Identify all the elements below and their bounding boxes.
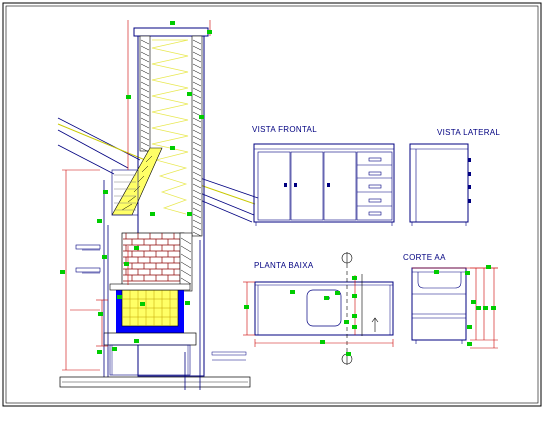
sheet-inner-frame: [5, 5, 539, 404]
hood-face: [111, 169, 139, 216]
flue-left-wall: [139, 35, 151, 152]
side-drawer-handles: [468, 158, 471, 203]
sink-basin: [306, 289, 342, 327]
planta-baixa: PLANTA BAIXA: [243, 252, 394, 365]
drawer-stack: [356, 151, 393, 221]
sheet-frame: [2, 2, 542, 407]
flue-insulation-zigzag: [151, 39, 189, 215]
brick-coursing: [123, 233, 183, 282]
cabinet-door-2: [290, 151, 324, 221]
vista-frontal: VISTA FRONTAL: [252, 125, 395, 226]
vista-lateral: VISTA LATERAL: [409, 128, 500, 226]
firebox-grid-lines: [122, 290, 178, 326]
section-cut-markers: [341, 252, 379, 365]
cabinet-door-3: [323, 151, 357, 221]
section-sink-profile: [417, 272, 462, 289]
roof-insulation: [57, 123, 256, 205]
corte-aa-title: CORTE AA: [403, 253, 446, 262]
cabinet-door-1: [257, 151, 291, 221]
chimney-section: [57, 20, 259, 390]
countertop-outline: [254, 281, 394, 336]
door-handles: [284, 183, 330, 187]
planta-dimension-markers: [244, 276, 357, 356]
vista-frontal-title: VISTA FRONTAL: [252, 125, 317, 134]
flue-brick-hatch: [140, 39, 202, 237]
section-outline: [411, 267, 467, 341]
brick-right-jamb: [179, 232, 193, 292]
hood-mesh: [114, 174, 136, 211]
vista-lateral-title: VISTA LATERAL: [437, 128, 500, 137]
planta-baixa-title: PLANTA BAIXA: [254, 261, 314, 270]
chimney-cap: [133, 27, 209, 37]
drawers: [357, 157, 392, 216]
corte-dimension-markers: [434, 265, 496, 346]
grill-ledge: [109, 283, 191, 291]
flue-right-wall: [191, 35, 203, 237]
hood-hatch: [121, 155, 153, 211]
firebox-blue-surround: [116, 290, 184, 333]
base-counter: [103, 332, 197, 346]
brick-wall: [121, 232, 185, 286]
jamb-hatch: [180, 237, 192, 285]
corte-aa: CORTE AA: [403, 253, 498, 349]
cabinet-side-outline: [409, 143, 469, 223]
roof-outline: [57, 117, 259, 223]
chimney-dimension-markers: [60, 21, 212, 354]
planta-dimension-lines: [243, 275, 394, 347]
cabinet-front-outline: [253, 143, 395, 223]
base-cabinet: [109, 344, 191, 376]
